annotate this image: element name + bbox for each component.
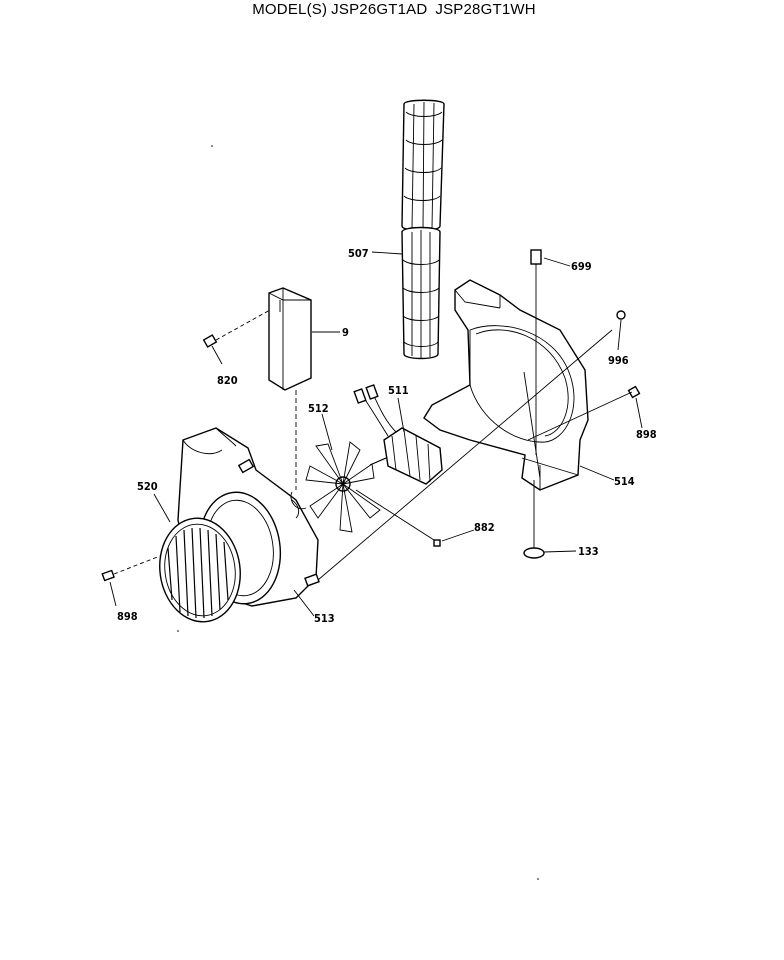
model-number-2: JSP28GT1WH: [435, 1, 536, 18]
part-882-nut: [355, 489, 441, 547]
part-898-screw-right: [527, 385, 641, 441]
callout-520: 520: [137, 480, 158, 493]
model-number-1: JSP26GT1AD: [331, 1, 428, 18]
callout-514: 514: [614, 475, 635, 488]
assembly-guide-lines: [290, 329, 613, 581]
callout-512: 512: [308, 402, 329, 415]
callout-820: 820: [217, 374, 238, 387]
model-prefix: MODEL(S): [252, 1, 328, 18]
callout-898-right: 898: [636, 428, 657, 441]
model-title: MODEL(S)JSP26GT1AD JSP28GT1WH: [0, 1, 784, 18]
part-820-screw: [202, 309, 271, 348]
callout-898-left: 898: [117, 610, 138, 623]
callout-133: 133: [578, 545, 599, 558]
part-898-screw-left: [101, 555, 161, 582]
part-514-motor-bracket: [423, 279, 589, 491]
callout-labels: 507 699 9 820 996 898 511 512 514 520 88…: [117, 247, 657, 625]
callout-996: 996: [608, 354, 629, 367]
callout-511: 511: [388, 384, 409, 397]
part-699-screw: [530, 249, 542, 455]
callout-513: 513: [314, 612, 335, 625]
part-9-panel: [268, 287, 312, 391]
callout-882: 882: [474, 521, 495, 534]
leader-lines: [109, 251, 643, 617]
callout-699: 699: [571, 260, 592, 273]
callout-507: 507: [348, 247, 369, 260]
callout-9: 9: [342, 326, 349, 339]
part-520-grille: [159, 517, 241, 623]
part-512-fan-blade: [305, 441, 381, 533]
part-133-foot: [523, 480, 545, 559]
part-507-tangential-blower: [401, 99, 445, 360]
part-511-fan-motor: [353, 384, 443, 485]
scan-specks: [177, 145, 539, 880]
part-996-nut: [616, 310, 626, 320]
